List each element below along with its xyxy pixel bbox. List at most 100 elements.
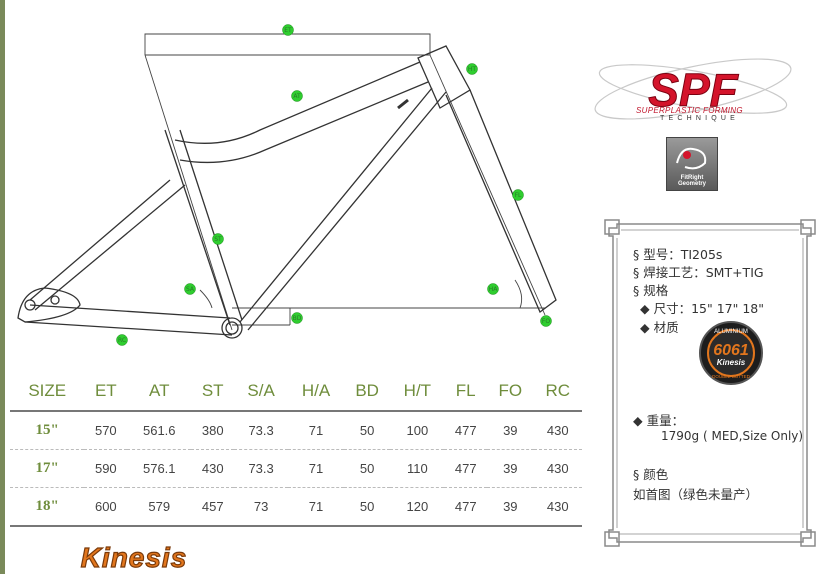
table-cell: 570 [84,410,128,450]
spec-color-value: 如首图（绿色未量产） [633,487,759,502]
table-cell: 430 [533,487,582,527]
at-label: AT [293,93,301,100]
table-cell: 576.1 [127,449,192,488]
svg-text:ALUMINIUM: ALUMINIUM [714,329,748,335]
ha-label: HA [489,286,499,293]
rc-label: RC [118,337,126,344]
table-cell: 477 [444,449,488,488]
spec-material: ◆ 材质 [640,320,679,335]
table-cell: 477 [444,410,488,450]
et-dimension-line [144,33,431,55]
table-cell: 39 [487,449,534,488]
bd-label: BD [293,315,302,322]
sa-angle-arc [199,289,213,309]
spec-size: ◆ 尺寸：15" 17" 18" [640,301,764,316]
table-cell: 50 [343,410,391,450]
ht-marker [466,63,478,75]
spec-color-heading: § 颜色 [633,467,669,482]
et-marker [282,24,294,36]
svg-text:DOUBLE BUTTED: DOUBLE BUTTED [712,374,751,379]
table-cell: 579 [127,487,192,527]
header-rc: RC [545,381,571,400]
table-cell: 477 [444,487,488,527]
header-fl: FL [455,381,476,400]
bd-marker [291,312,303,324]
ha-marker [487,283,499,295]
table-cell: 600 [84,487,128,527]
bottom-bracket [221,317,243,339]
table-cell: 73.3 [234,410,289,450]
fo-label: FO [542,318,550,325]
header-bd: BD [355,381,379,400]
sa-label: SA [186,286,195,293]
size-cell: 15" [10,410,85,450]
fl-dimension-line [429,54,546,316]
table-cell: 590 [84,449,128,488]
top-tube [174,61,421,144]
spf-logo-text: SPF [648,64,739,116]
spec-panel-frame [604,219,816,547]
table-cell: 71 [288,487,344,527]
st-marker [212,233,224,245]
table-row: 15" 570 561.6 380 73.3 71 50 100 477 39 … [10,410,582,450]
head-tube [417,45,471,109]
spf-subtitle: SUPERPLASTIC FORMING [636,106,743,115]
table-cell: 71 [288,449,344,488]
fl-label: FL [515,192,522,199]
spec-weight-label: ◆ 重量： [633,413,685,428]
ha-angle-arc [514,279,523,309]
table-cell: 457 [191,487,235,527]
size-cell: 17" [10,449,85,488]
table-row: 17" 590 576.1 430 73.3 71 50 110 477 39 … [10,449,582,488]
spec-welding: § 焊接工艺：SMT+TIG [633,265,764,280]
fl-marker [512,189,524,201]
st-label: ST [214,236,222,243]
left-accent-bar [0,0,5,574]
header-ht: H/T [403,381,432,400]
table-cell: 380 [191,410,235,450]
seat-tube [179,129,243,321]
table-cell: 430 [533,449,582,488]
seat-stay [34,184,186,311]
size-cell: 18" [10,487,85,527]
aluminium-6061-badge: ALUMINIUM 6061 Kinesis DOUBLE BUTTED [699,321,763,385]
fitright-text: FitRight Geometry [677,175,706,187]
header-et: ET [94,381,117,400]
table-cell: 39 [487,410,534,450]
kinesis-logo: Kinesis [18,541,246,573]
ht-label: HT [468,66,477,73]
kinesis-logo-text: Kinesis [81,542,188,573]
fitright-icon [676,147,707,170]
table-cell: 71 [288,410,344,450]
rc-marker [116,334,128,346]
geometry-table: SIZE ET AT ST S/A H/A BD H/T FL FO RC 15… [10,372,582,527]
table-cell: 110 [390,449,445,488]
table-cell: 50 [343,487,391,527]
svg-text:6061: 6061 [713,342,749,359]
at-dimension-line [144,54,233,331]
header-sa: S/A [247,381,275,400]
et-label: ET [284,27,292,34]
table-cell: 73 [234,487,289,527]
table-cell: 100 [390,410,445,450]
table-cell: 561.6 [127,410,192,450]
spf-logo: SPF [594,58,792,120]
header-at: AT [149,381,170,400]
table-cell: 430 [191,449,235,488]
header-fo: FO [498,381,523,400]
table-cell: 39 [487,487,534,527]
sa-marker [184,283,196,295]
table-row: 18" 600 579 457 73 71 50 120 477 39 430 [10,487,582,527]
table-cell: 120 [390,487,445,527]
spf-tagline: TECHNIQUE [660,115,740,122]
header-size: SIZE [28,381,67,400]
table-cell: 73.3 [234,449,289,488]
spec-weight-value: 1790g ( MED,Size Only) [661,429,804,443]
header-ha: H/A [301,381,331,400]
spec-model: § 型号：TI205s [633,247,723,262]
chain-stay [24,321,233,336]
table-cell: 430 [533,410,582,450]
table-cell: 50 [343,449,391,488]
fo-marker [540,315,552,327]
header-st: ST [201,381,224,400]
